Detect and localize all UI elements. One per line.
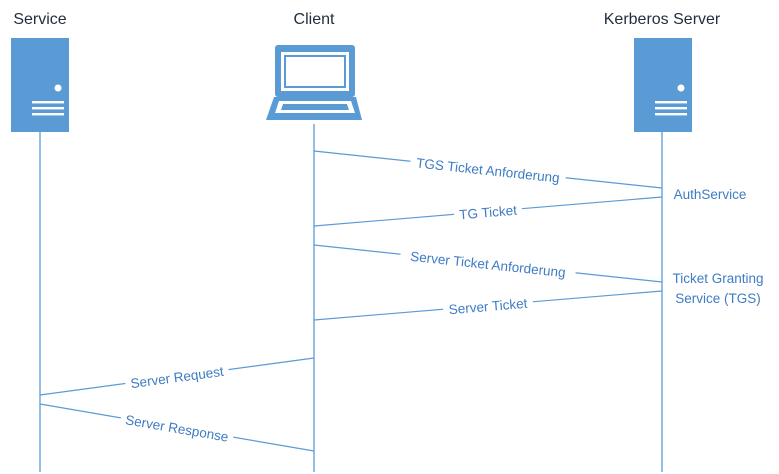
actor-title-kerberos: Kerberos Server (604, 11, 721, 28)
note-tgs-line1: Ticket Granting (672, 271, 763, 286)
actor-title-client: Client (294, 11, 335, 28)
message-label-server-response: Server Response (124, 412, 229, 444)
message-label-server-ticket: Server Ticket (448, 296, 528, 318)
note-auth-service: AuthService (674, 187, 747, 202)
note-tgs-line2: Service (TGS) (675, 291, 761, 306)
server-icon (11, 38, 69, 132)
message-label-server-ticket-request: Server Ticket Anforderung (410, 249, 567, 280)
message-label-server-request: Server Request (130, 364, 225, 391)
server-icon (634, 38, 692, 132)
laptop-icon (266, 45, 362, 120)
message-label-tgs-request: TGS Ticket Anforderung (416, 155, 561, 185)
message-label-tg-ticket: TG Ticket (459, 203, 518, 223)
actor-title-service: Service (13, 11, 66, 28)
